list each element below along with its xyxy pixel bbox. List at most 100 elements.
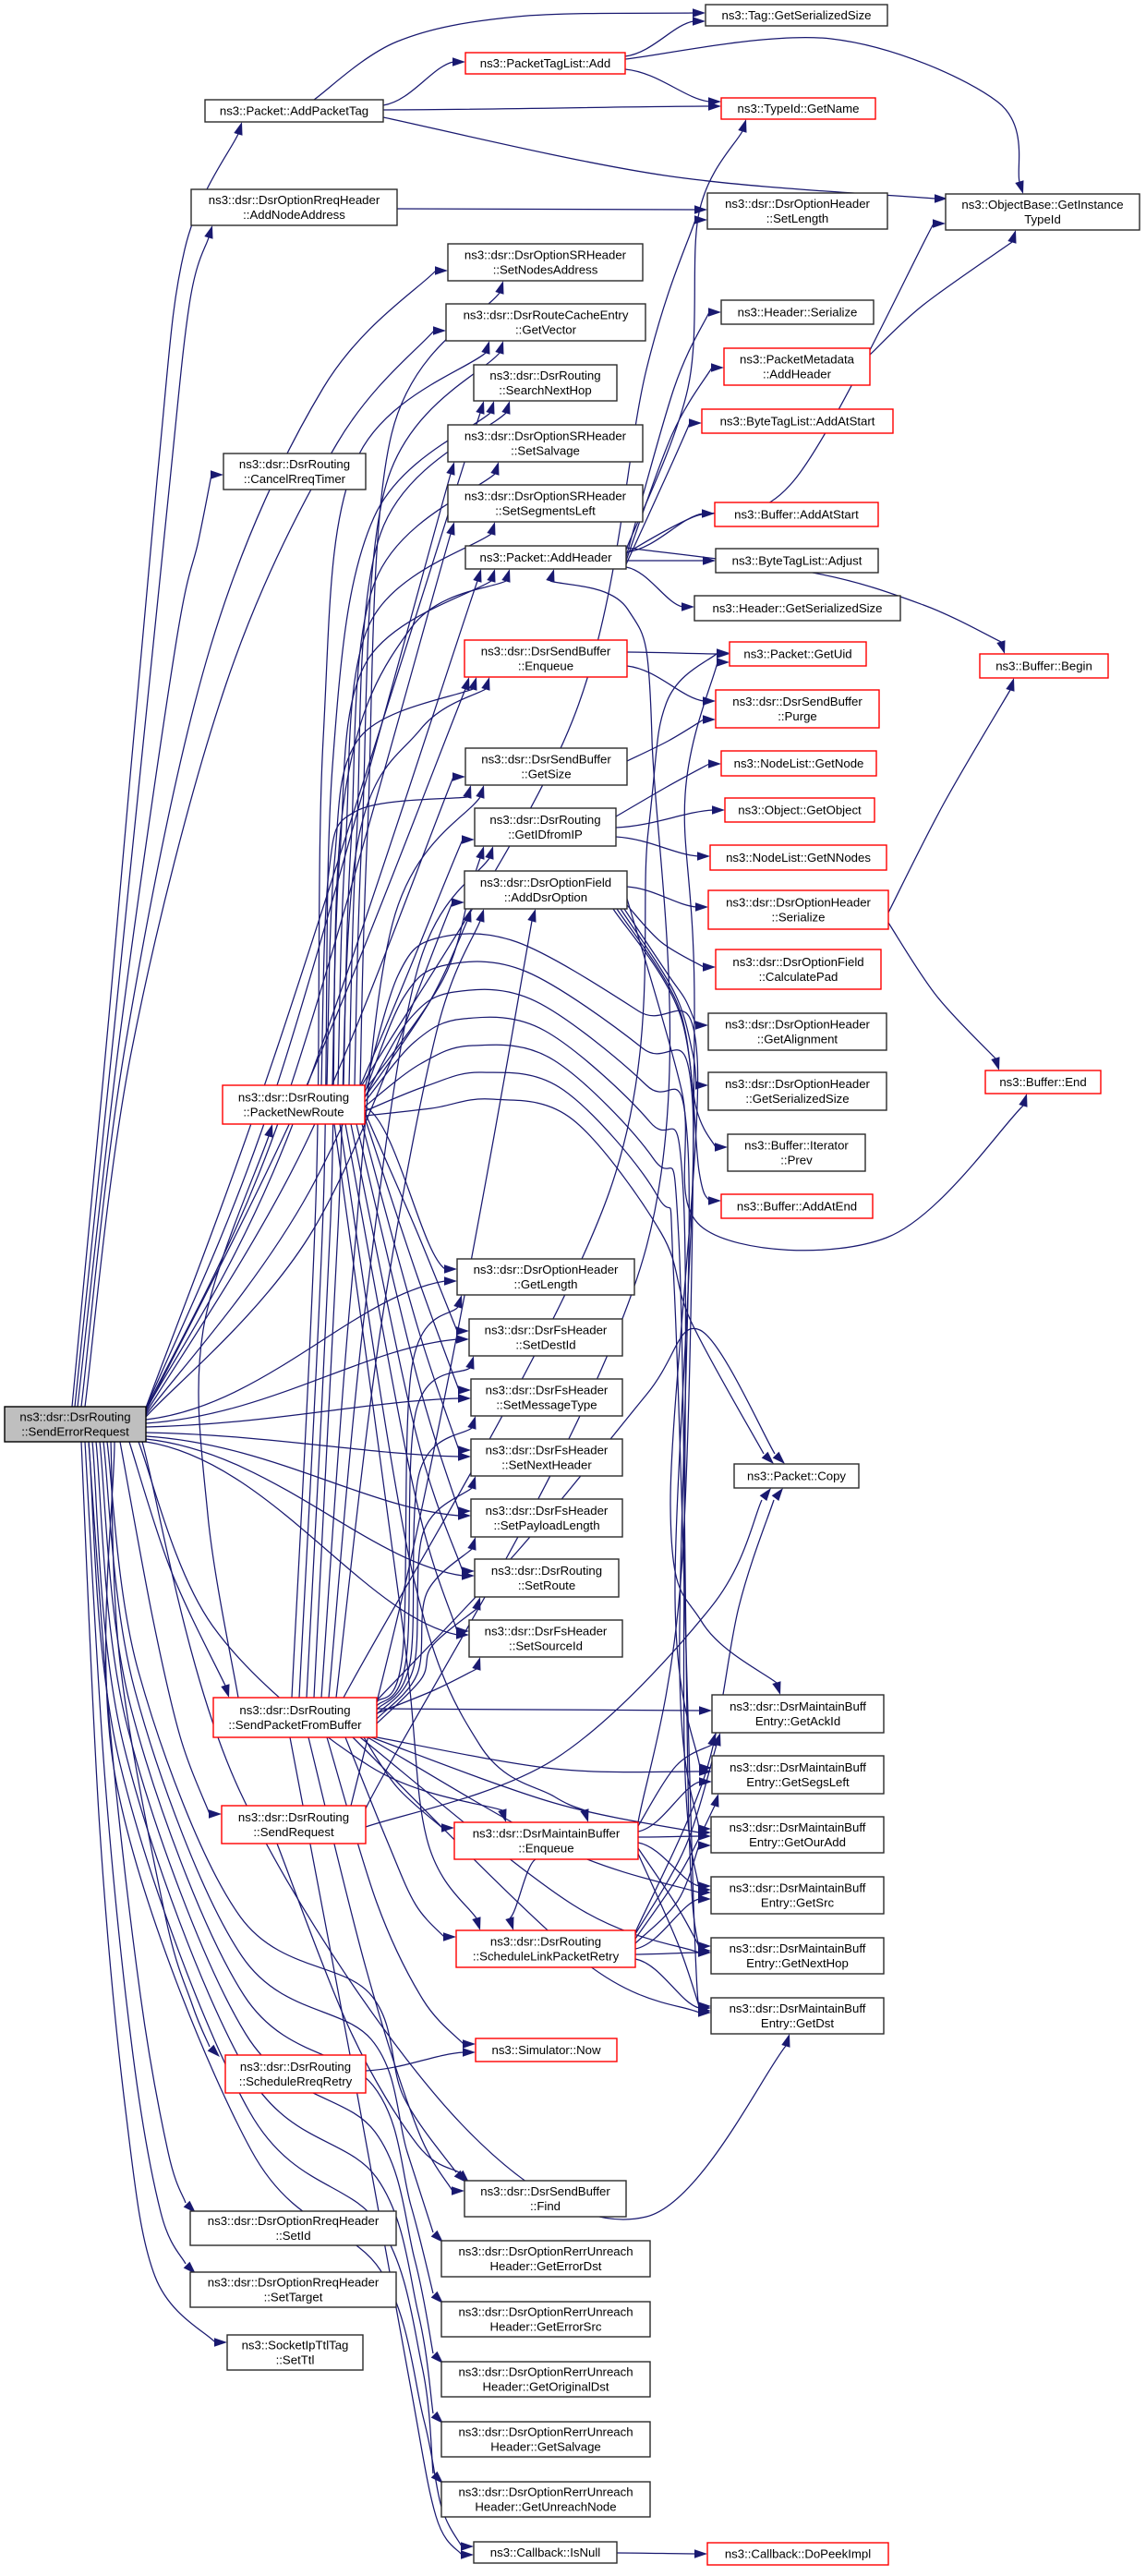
svg-text:Header::GetOriginalDst: Header::GetOriginalDst [482, 2380, 609, 2394]
svg-text:::SetSalvage: ::SetSalvage [511, 444, 580, 458]
svg-text:::SetDestId: ::SetDestId [515, 1338, 575, 1352]
svg-text:::ScheduleRreqRetry: ::ScheduleRreqRetry [239, 2074, 353, 2088]
svg-text:::GetSerializedSize: ::GetSerializedSize [745, 1092, 849, 1106]
svg-text:ns3::dsr::DsrOptionRreqHeader: ns3::dsr::DsrOptionRreqHeader [208, 2275, 380, 2289]
svg-text:ns3::dsr::DsrOptionHeader: ns3::dsr::DsrOptionHeader [474, 1263, 619, 1276]
svg-text:ns3::Buffer::Iterator: ns3::Buffer::Iterator [744, 1138, 849, 1152]
svg-text:::CancelRreqTimer: ::CancelRreqTimer [244, 472, 346, 486]
svg-text:ns3::ByteTagList::AddAtStart: ns3::ByteTagList::AddAtStart [720, 415, 875, 429]
svg-text:::Enqueue: ::Enqueue [518, 659, 573, 673]
svg-text:::GetLength: ::GetLength [514, 1277, 578, 1291]
svg-text:::Serialize: ::Serialize [772, 911, 826, 925]
svg-text:::SearchNextHop: ::SearchNextHop [499, 383, 591, 397]
svg-text:ns3::dsr::DsrRouting: ns3::dsr::DsrRouting [238, 1810, 349, 1824]
svg-text:::GetIDfromIP: ::GetIDfromIP [508, 828, 583, 841]
svg-text:::SendErrorRequest: ::SendErrorRequest [21, 1425, 129, 1439]
svg-text:ns3::NodeList::GetNNodes: ns3::NodeList::GetNNodes [726, 851, 871, 865]
svg-text:ns3::dsr::DsrRouting: ns3::dsr::DsrRouting [19, 1409, 130, 1423]
svg-text:Entry::GetSrc: Entry::GetSrc [761, 1896, 835, 1910]
svg-text:ns3::dsr::DsrOptionSRHeader: ns3::dsr::DsrOptionSRHeader [464, 248, 627, 261]
svg-text:Header::GetErrorDst: Header::GetErrorDst [490, 2259, 602, 2273]
svg-text:Entry::GetSegsLeft: Entry::GetSegsLeft [746, 1775, 850, 1789]
svg-text:::Purge: ::Purge [778, 709, 817, 723]
svg-text:ns3::dsr::DsrMaintainBuff: ns3::dsr::DsrMaintainBuff [730, 1820, 866, 1834]
svg-text:ns3::dsr::DsrMaintainBuff: ns3::dsr::DsrMaintainBuff [730, 1881, 866, 1894]
svg-text:ns3::dsr::DsrRouting: ns3::dsr::DsrRouting [239, 1703, 350, 1717]
svg-text:ns3::dsr::DsrRouting: ns3::dsr::DsrRouting [238, 1090, 349, 1104]
svg-text:ns3::Packet::GetUid: ns3::Packet::GetUid [743, 647, 851, 661]
svg-text:ns3::dsr::DsrRouting: ns3::dsr::DsrRouting [490, 1934, 601, 1948]
svg-text:ns3::dsr::DsrOptionRerrUnreach: ns3::dsr::DsrOptionRerrUnreach [458, 2425, 633, 2438]
svg-text:::GetVector: ::GetVector [515, 323, 577, 337]
svg-text:ns3::dsr::DsrRouting: ns3::dsr::DsrRouting [240, 2060, 351, 2074]
svg-text:ns3::dsr::DsrOptionRerrUnreach: ns3::dsr::DsrOptionRerrUnreach [458, 2485, 633, 2498]
svg-text:Entry::GetDst: Entry::GetDst [761, 2016, 834, 2030]
svg-text:Entry::GetAckId: Entry::GetAckId [755, 1714, 840, 1728]
svg-text:ns3::dsr::DsrOptionRreqHeader: ns3::dsr::DsrOptionRreqHeader [208, 2214, 380, 2228]
svg-text:ns3::dsr::DsrRouting: ns3::dsr::DsrRouting [239, 457, 350, 471]
svg-text:::SendPacketFromBuffer: ::SendPacketFromBuffer [228, 1718, 362, 1732]
svg-text:ns3::Packet::Copy: ns3::Packet::Copy [747, 1469, 846, 1483]
svg-text:::AddDsrOption: ::AddDsrOption [504, 890, 587, 904]
svg-text:::AddNodeAddress: ::AddNodeAddress [243, 208, 345, 222]
svg-text:ns3::PacketMetadata: ns3::PacketMetadata [740, 352, 855, 366]
svg-text:ns3::Packet::AddPacketTag: ns3::Packet::AddPacketTag [220, 104, 368, 118]
svg-text:ns3::dsr::DsrRouteCacheEntry: ns3::dsr::DsrRouteCacheEntry [464, 308, 629, 321]
svg-text:::SetId: ::SetId [275, 2229, 310, 2243]
svg-text:::CalculatePad: ::CalculatePad [759, 970, 838, 984]
svg-text:::Find: ::Find [530, 2199, 561, 2213]
svg-text:ns3::dsr::DsrMaintainBuff: ns3::dsr::DsrMaintainBuff [730, 1760, 866, 1774]
svg-text:ns3::PacketTagList::Add: ns3::PacketTagList::Add [480, 56, 610, 70]
svg-text:Entry::GetNextHop: Entry::GetNextHop [746, 1956, 849, 1970]
svg-text:ns3::dsr::DsrOptionHeader: ns3::dsr::DsrOptionHeader [725, 1077, 870, 1091]
svg-text:ns3::dsr::DsrFsHeader: ns3::dsr::DsrFsHeader [485, 1624, 608, 1638]
svg-text:Header::GetUnreachNode: Header::GetUnreachNode [475, 2500, 616, 2514]
svg-text:ns3::Tag::GetSerializedSize: ns3::Tag::GetSerializedSize [722, 8, 872, 22]
svg-text:ns3::dsr::DsrFsHeader: ns3::dsr::DsrFsHeader [486, 1504, 609, 1518]
svg-text:ns3::dsr::DsrFsHeader: ns3::dsr::DsrFsHeader [486, 1383, 609, 1397]
svg-text:TypeId: TypeId [1024, 212, 1061, 226]
svg-text:::GetSize: ::GetSize [521, 768, 571, 781]
svg-text:ns3::SocketIpTtlTag: ns3::SocketIpTtlTag [242, 2338, 349, 2352]
svg-text:::AddHeader: ::AddHeader [763, 368, 832, 381]
svg-text:::SetNodesAddress: ::SetNodesAddress [493, 263, 598, 277]
svg-text:ns3::Buffer::End: ns3::Buffer::End [999, 1075, 1086, 1089]
svg-text:ns3::Simulator::Now: ns3::Simulator::Now [492, 2043, 601, 2057]
svg-text:ns3::dsr::DsrOptionSRHeader: ns3::dsr::DsrOptionSRHeader [464, 489, 627, 502]
svg-text:ns3::dsr::DsrRouting: ns3::dsr::DsrRouting [491, 1564, 602, 1578]
svg-text:::SetNextHeader: ::SetNextHeader [501, 1458, 592, 1472]
svg-text:Header::GetErrorSrc: Header::GetErrorSrc [490, 2320, 602, 2334]
svg-text:ns3::dsr::DsrOptionRerrUnreach: ns3::dsr::DsrOptionRerrUnreach [458, 2364, 633, 2378]
svg-text:ns3::dsr::DsrRouting: ns3::dsr::DsrRouting [489, 813, 600, 827]
svg-text:ns3::dsr::DsrMaintainBuff: ns3::dsr::DsrMaintainBuff [730, 1941, 866, 1955]
svg-text:::SetSegmentsLeft: ::SetSegmentsLeft [495, 504, 596, 518]
svg-text:::Prev: ::Prev [780, 1154, 813, 1167]
svg-text:::SendRequest: ::SendRequest [253, 1825, 334, 1839]
svg-text:::SetTarget: ::SetTarget [264, 2291, 323, 2304]
svg-text:ns3::Buffer::AddAtEnd: ns3::Buffer::AddAtEnd [737, 1200, 857, 1214]
svg-text:ns3::ByteTagList::Adjust: ns3::ByteTagList::Adjust [732, 554, 863, 568]
svg-text:ns3::Buffer::AddAtStart: ns3::Buffer::AddAtStart [734, 508, 859, 522]
svg-text:ns3::dsr::DsrRouting: ns3::dsr::DsrRouting [489, 369, 600, 382]
svg-text:ns3::Packet::AddHeader: ns3::Packet::AddHeader [480, 550, 613, 564]
svg-text:::SetMessageType: ::SetMessageType [496, 1398, 597, 1412]
svg-text:ns3::dsr::DsrSendBuffer: ns3::dsr::DsrSendBuffer [481, 644, 611, 658]
svg-text:::SetSourceId: ::SetSourceId [509, 1639, 583, 1653]
svg-text:::SetRoute: ::SetRoute [518, 1578, 575, 1592]
svg-text:ns3::dsr::DsrMaintainBuff: ns3::dsr::DsrMaintainBuff [730, 2002, 866, 2015]
svg-text:ns3::dsr::DsrOptionField: ns3::dsr::DsrOptionField [480, 876, 611, 889]
svg-text:ns3::dsr::DsrMaintainBuff: ns3::dsr::DsrMaintainBuff [730, 1699, 866, 1713]
svg-text:::Enqueue: ::Enqueue [518, 1842, 573, 1856]
svg-text:ns3::NodeList::GetNode: ns3::NodeList::GetNode [734, 756, 864, 770]
svg-text:Entry::GetOurAdd: Entry::GetOurAdd [749, 1835, 846, 1849]
svg-text:::SetPayloadLength: ::SetPayloadLength [493, 1518, 599, 1532]
svg-text:ns3::Object::GetObject: ns3::Object::GetObject [738, 804, 862, 817]
svg-text:ns3::ObjectBase::GetInstance: ns3::ObjectBase::GetInstance [961, 198, 1123, 212]
svg-text:ns3::dsr::DsrOptionField: ns3::dsr::DsrOptionField [732, 955, 863, 969]
svg-text:Header::GetSalvage: Header::GetSalvage [490, 2440, 601, 2454]
svg-text:ns3::Callback::IsNull: ns3::Callback::IsNull [490, 2546, 601, 2559]
svg-text:ns3::Buffer::Begin: ns3::Buffer::Begin [995, 659, 1092, 673]
svg-text:::PacketNewRoute: ::PacketNewRoute [243, 1106, 344, 1119]
svg-text:ns3::dsr::DsrOptionHeader: ns3::dsr::DsrOptionHeader [725, 1017, 870, 1031]
svg-text:ns3::dsr::DsrOptionHeader: ns3::dsr::DsrOptionHeader [726, 895, 871, 909]
